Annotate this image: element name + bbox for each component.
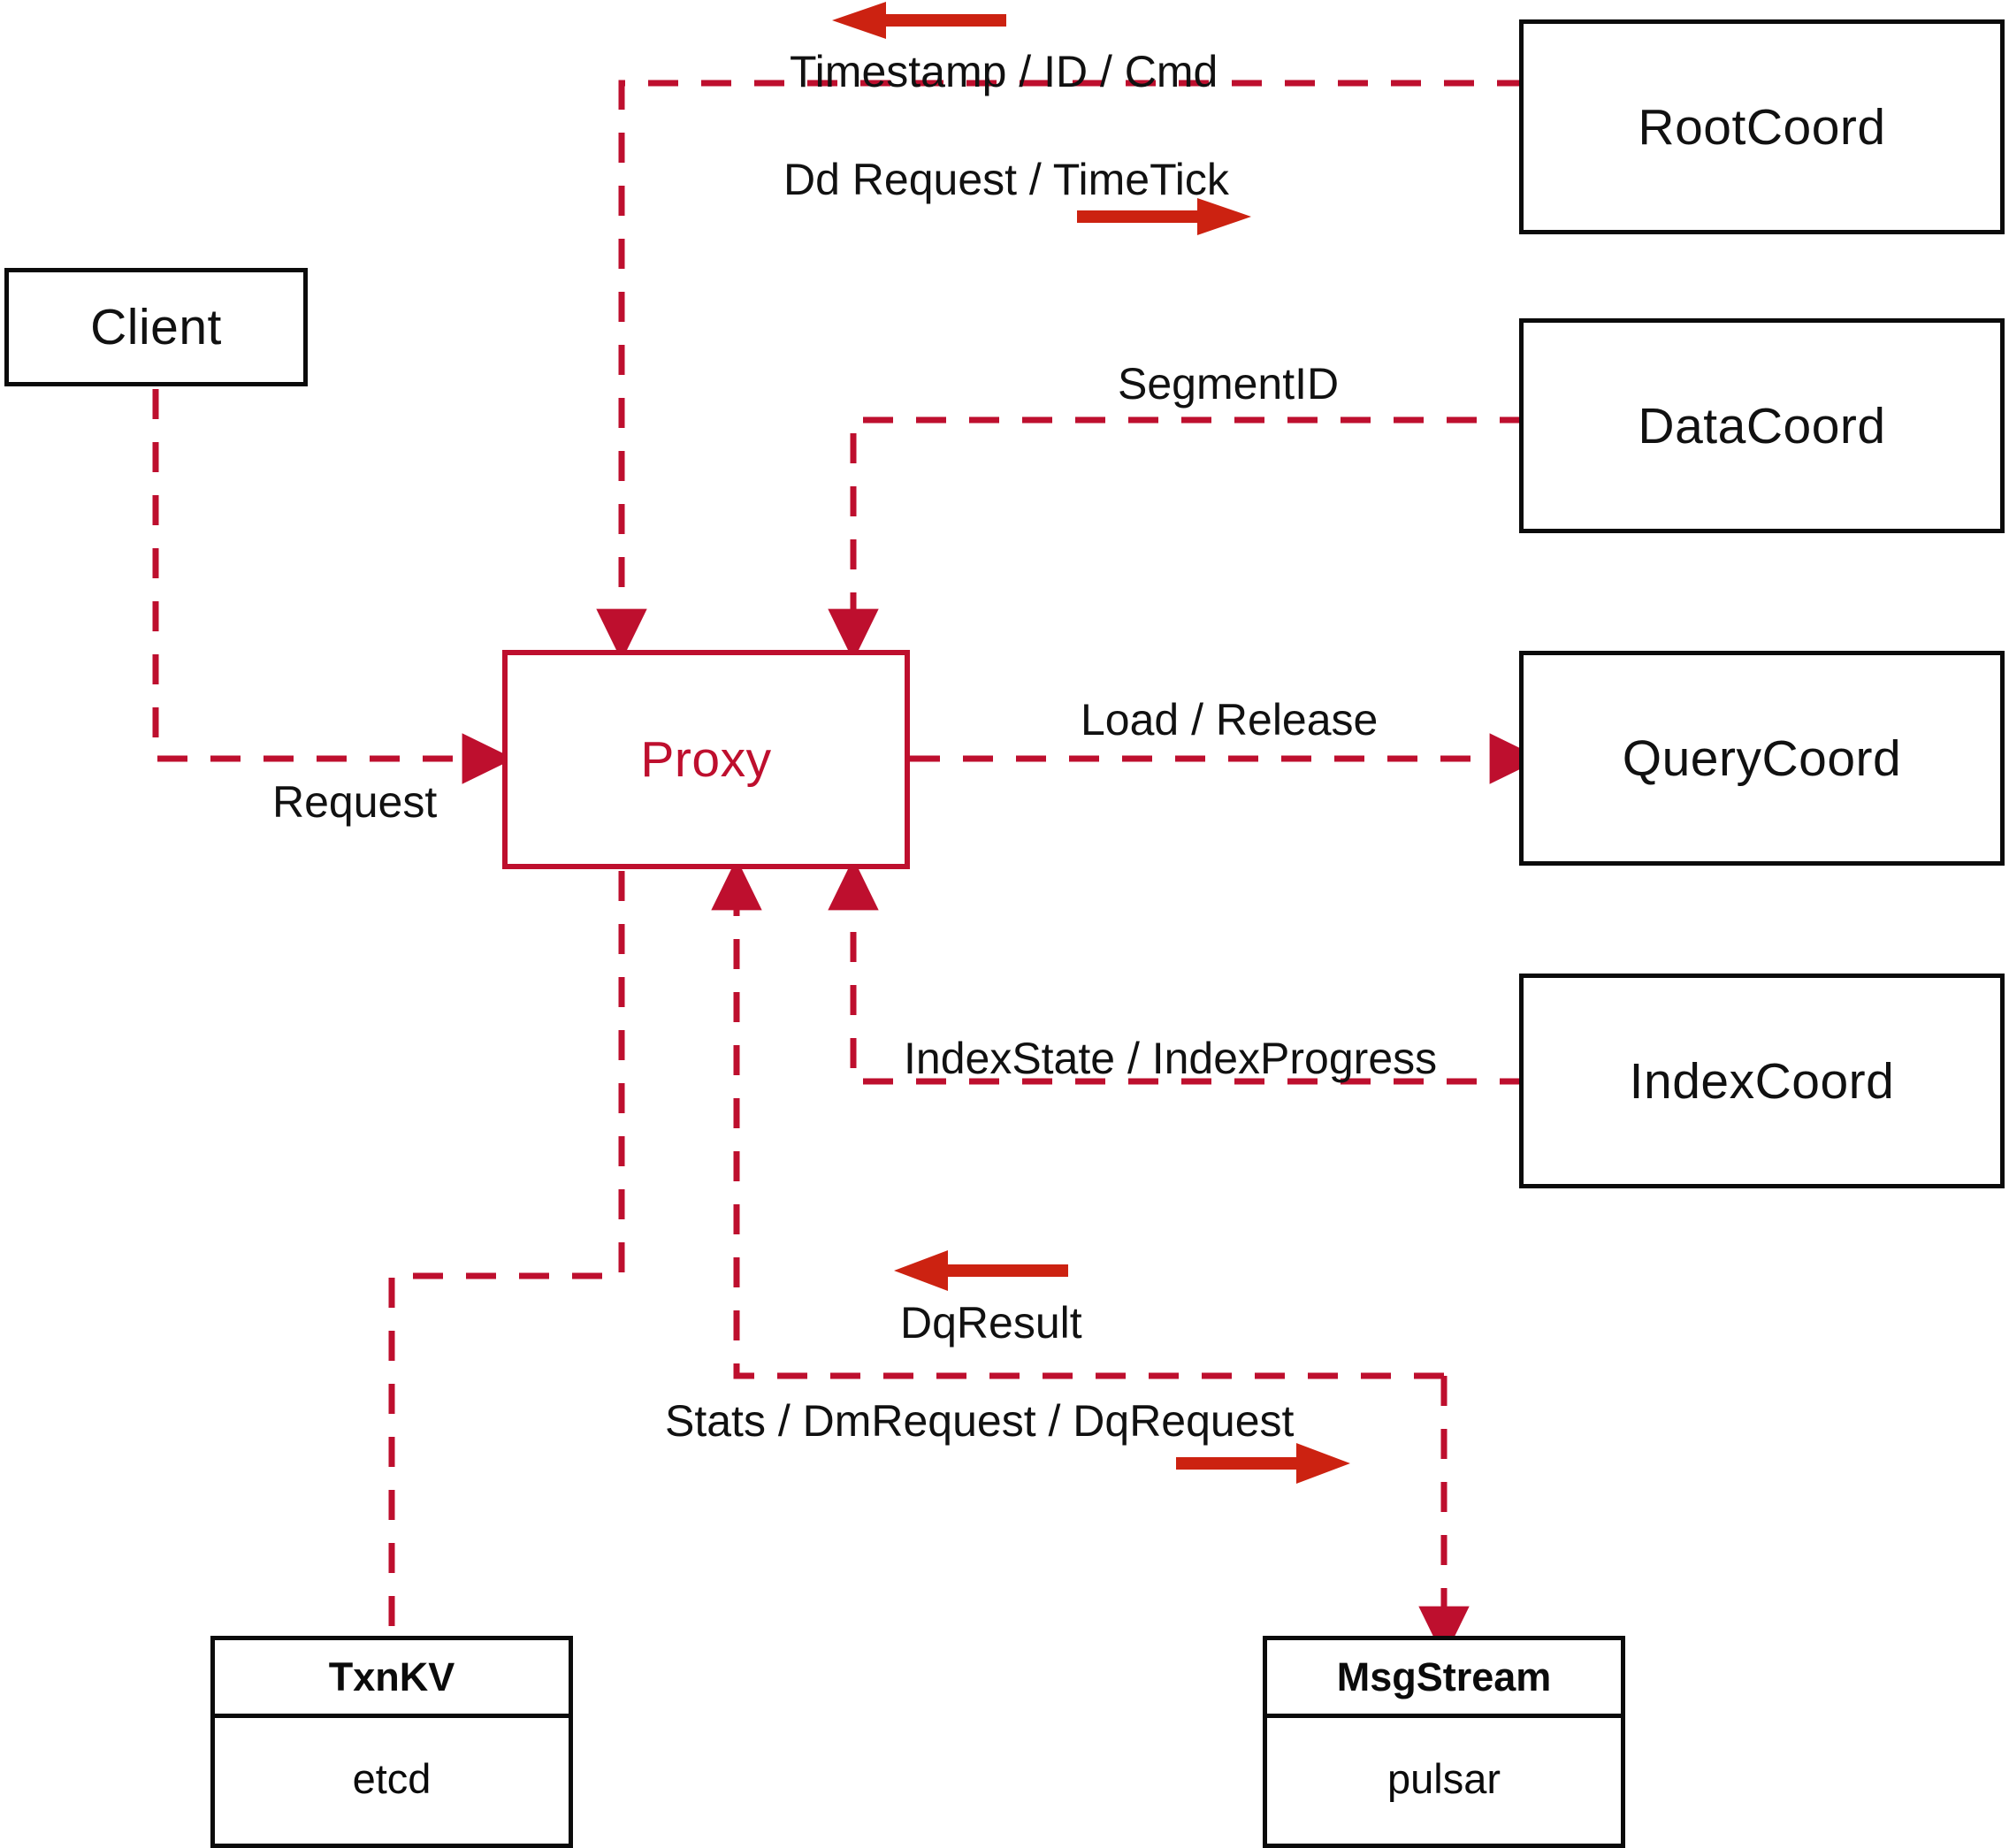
direction-arrow-dqresult bbox=[894, 1250, 1068, 1291]
edge-label-load-release: Load / Release bbox=[1081, 695, 1379, 745]
node-datacoord[interactable]: DataCoord bbox=[1519, 318, 2005, 533]
node-txnkv-title: TxnKV bbox=[215, 1640, 569, 1718]
edge-label-indexstate: IndexState / IndexProgress bbox=[904, 1034, 1438, 1083]
direction-arrow-timestamp bbox=[832, 2, 1006, 39]
edge-rootcoord-to-proxy bbox=[596, 80, 2005, 661]
node-txnkv[interactable]: TxnKV etcd bbox=[210, 1636, 573, 1848]
node-proxy[interactable]: Proxy bbox=[502, 650, 910, 869]
node-querycoord-label: QueryCoord bbox=[1622, 729, 1902, 787]
node-proxy-label: Proxy bbox=[640, 731, 772, 788]
node-datacoord-label: DataCoord bbox=[1638, 397, 1886, 454]
edge-msgstream-to-proxy bbox=[711, 858, 1444, 1379]
edge-indexcoord-to-proxy bbox=[828, 858, 1530, 1085]
node-msgstream-body: pulsar bbox=[1386, 1755, 1501, 1802]
node-client-label: Client bbox=[90, 299, 222, 355]
node-txnkv-body: etcd bbox=[352, 1755, 432, 1802]
edge-datacoord-to-proxy bbox=[828, 416, 1530, 661]
node-client[interactable]: Client bbox=[4, 268, 308, 386]
direction-arrow-group bbox=[832, 2, 1350, 1484]
node-indexcoord-label: IndexCoord bbox=[1629, 1052, 1895, 1110]
direction-arrow-stats bbox=[1176, 1443, 1350, 1484]
node-rootcoord-label: RootCoord bbox=[1638, 98, 1886, 156]
node-msgstream-title: MsgStream bbox=[1267, 1640, 1621, 1718]
edge-label-request: Request bbox=[272, 777, 438, 827]
node-msgstream[interactable]: MsgStream pulsar bbox=[1263, 1636, 1625, 1848]
edge-label-timestamp-id-cmd: Timestamp / ID / Cmd bbox=[790, 47, 1218, 96]
edge-proxy-to-txnkv bbox=[388, 871, 625, 1632]
edge-label-dd-request-timetick: Dd Request / TimeTick bbox=[783, 155, 1229, 204]
node-indexcoord[interactable]: IndexCoord bbox=[1519, 974, 2005, 1188]
edge-label-dqresult: DqResult bbox=[900, 1298, 1082, 1348]
edge-client-to-proxy bbox=[152, 389, 515, 784]
edge-label-segmentid: SegmentID bbox=[1118, 359, 1340, 409]
node-querycoord[interactable]: QueryCoord bbox=[1519, 651, 2005, 866]
direction-arrow-ddrequest bbox=[1077, 198, 1251, 235]
edge-label-stats-dm-dq: Stats / DmRequest / DqRequest bbox=[665, 1396, 1295, 1446]
node-rootcoord[interactable]: RootCoord bbox=[1519, 19, 2005, 234]
